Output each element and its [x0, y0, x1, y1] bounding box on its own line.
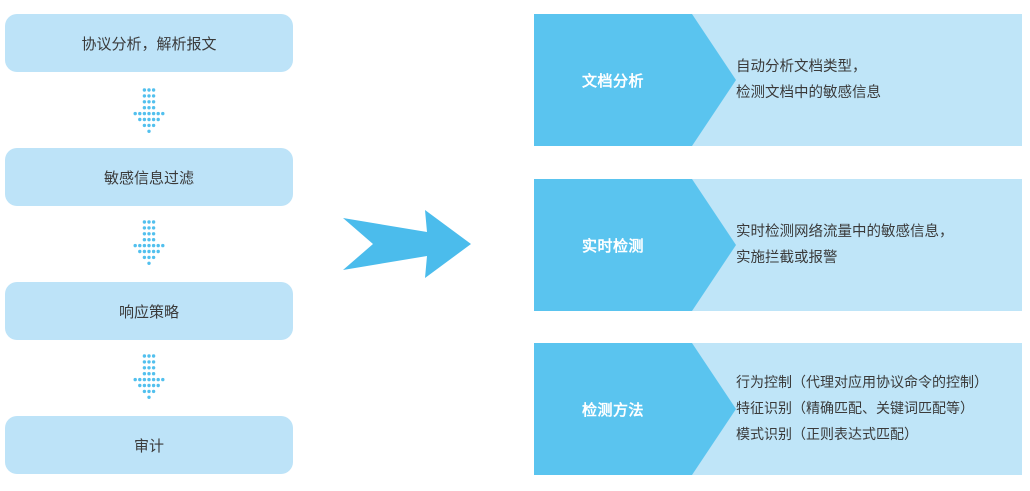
panel-detection-methods: 检测方法 行为控制（代理对应用协议命令的控制） 特征识别（精确匹配、关键词匹配等… — [534, 343, 1022, 475]
panel-description: 自动分析文档类型， 检测文档中的敏感信息 — [736, 14, 1022, 146]
panel-title: 实时检测 — [581, 236, 644, 255]
flow-step-sensitive-filter: 敏感信息过滤 — [5, 148, 293, 206]
flow-step-audit: 审计 — [5, 416, 293, 474]
panel-document-analysis: 文档分析 自动分析文档类型， 检测文档中的敏感信息 — [534, 14, 1022, 146]
dotted-down-arrow-icon — [133, 354, 165, 399]
panel-background — [534, 14, 1022, 146]
panel-desc-line: 实时检测网络流量中的敏感信息， — [736, 224, 954, 240]
dotted-down-arrow-icon — [133, 88, 165, 133]
panel-desc-line: 实施拦截或报警 — [736, 250, 838, 266]
panel-desc-line: 检测文档中的敏感信息 — [736, 85, 881, 101]
flow-step-label: 审计 — [133, 436, 164, 455]
panel-background — [534, 179, 1022, 311]
panel-title: 检测方法 — [581, 400, 644, 419]
panel-description: 实时检测网络流量中的敏感信息， 实施拦截或报警 — [736, 179, 1022, 311]
panel-desc-line: 自动分析文档类型， — [736, 59, 867, 75]
panel-title: 文档分析 — [581, 71, 644, 90]
flow-step-label: 敏感信息过滤 — [103, 168, 194, 187]
panel-desc-line: 模式识别（正则表达式匹配） — [736, 427, 918, 443]
flow-step-label: 协议分析，解析报文 — [81, 34, 217, 53]
flow-step-label: 响应策略 — [118, 302, 179, 321]
panel-desc-line: 行为控制（代理对应用协议命令的控制） — [736, 375, 988, 391]
flow-step-response-policy: 响应策略 — [5, 282, 293, 340]
panel-background — [534, 343, 1022, 475]
panel-description: 行为控制（代理对应用协议命令的控制） 特征识别（精确匹配、关键词匹配等） 模式识… — [736, 343, 1022, 475]
panel-realtime-detection: 实时检测 实时检测网络流量中的敏感信息， 实施拦截或报警 — [534, 179, 1022, 311]
panel-desc-line: 特征识别（精确匹配、关键词匹配等） — [736, 401, 974, 417]
right-arrow-icon — [343, 210, 471, 278]
flow-step-protocol-analysis: 协议分析，解析报文 — [5, 14, 293, 72]
dotted-down-arrow-icon — [133, 220, 165, 265]
